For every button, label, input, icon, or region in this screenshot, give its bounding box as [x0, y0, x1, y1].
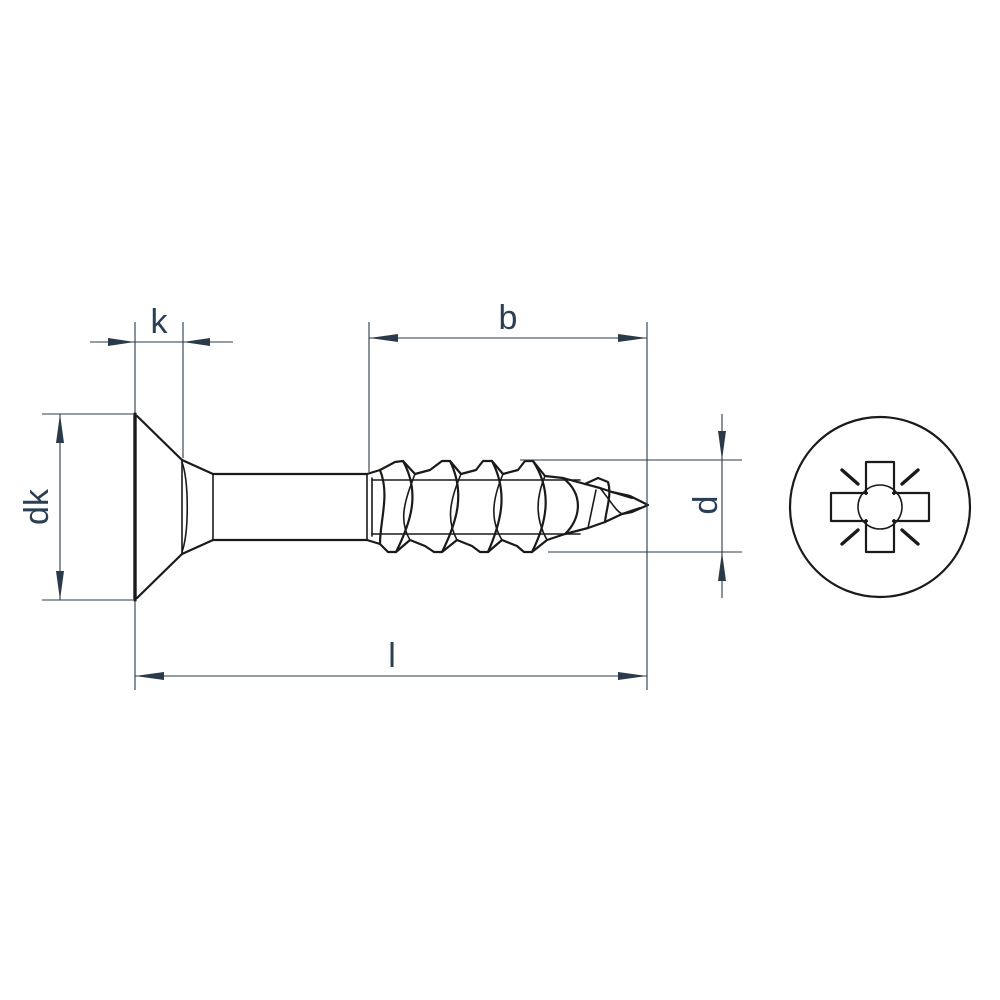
label-k: k: [151, 303, 169, 341]
dimension-dk: dk: [18, 413, 133, 601]
dimension-l: l: [134, 602, 647, 690]
shank: [211, 472, 369, 542]
screw-side-view: [133, 412, 650, 602]
threaded-section: [365, 459, 650, 554]
dimension-b: b: [368, 299, 648, 690]
label-l: l: [388, 637, 396, 675]
pozidriv-recess-icon: [788, 415, 972, 599]
countersunk-head: [133, 412, 215, 602]
label-d: d: [687, 496, 725, 515]
dimension-d: d: [520, 414, 742, 598]
dimension-k: k: [90, 303, 233, 458]
label-dk: dk: [18, 488, 56, 525]
label-b: b: [499, 299, 518, 337]
